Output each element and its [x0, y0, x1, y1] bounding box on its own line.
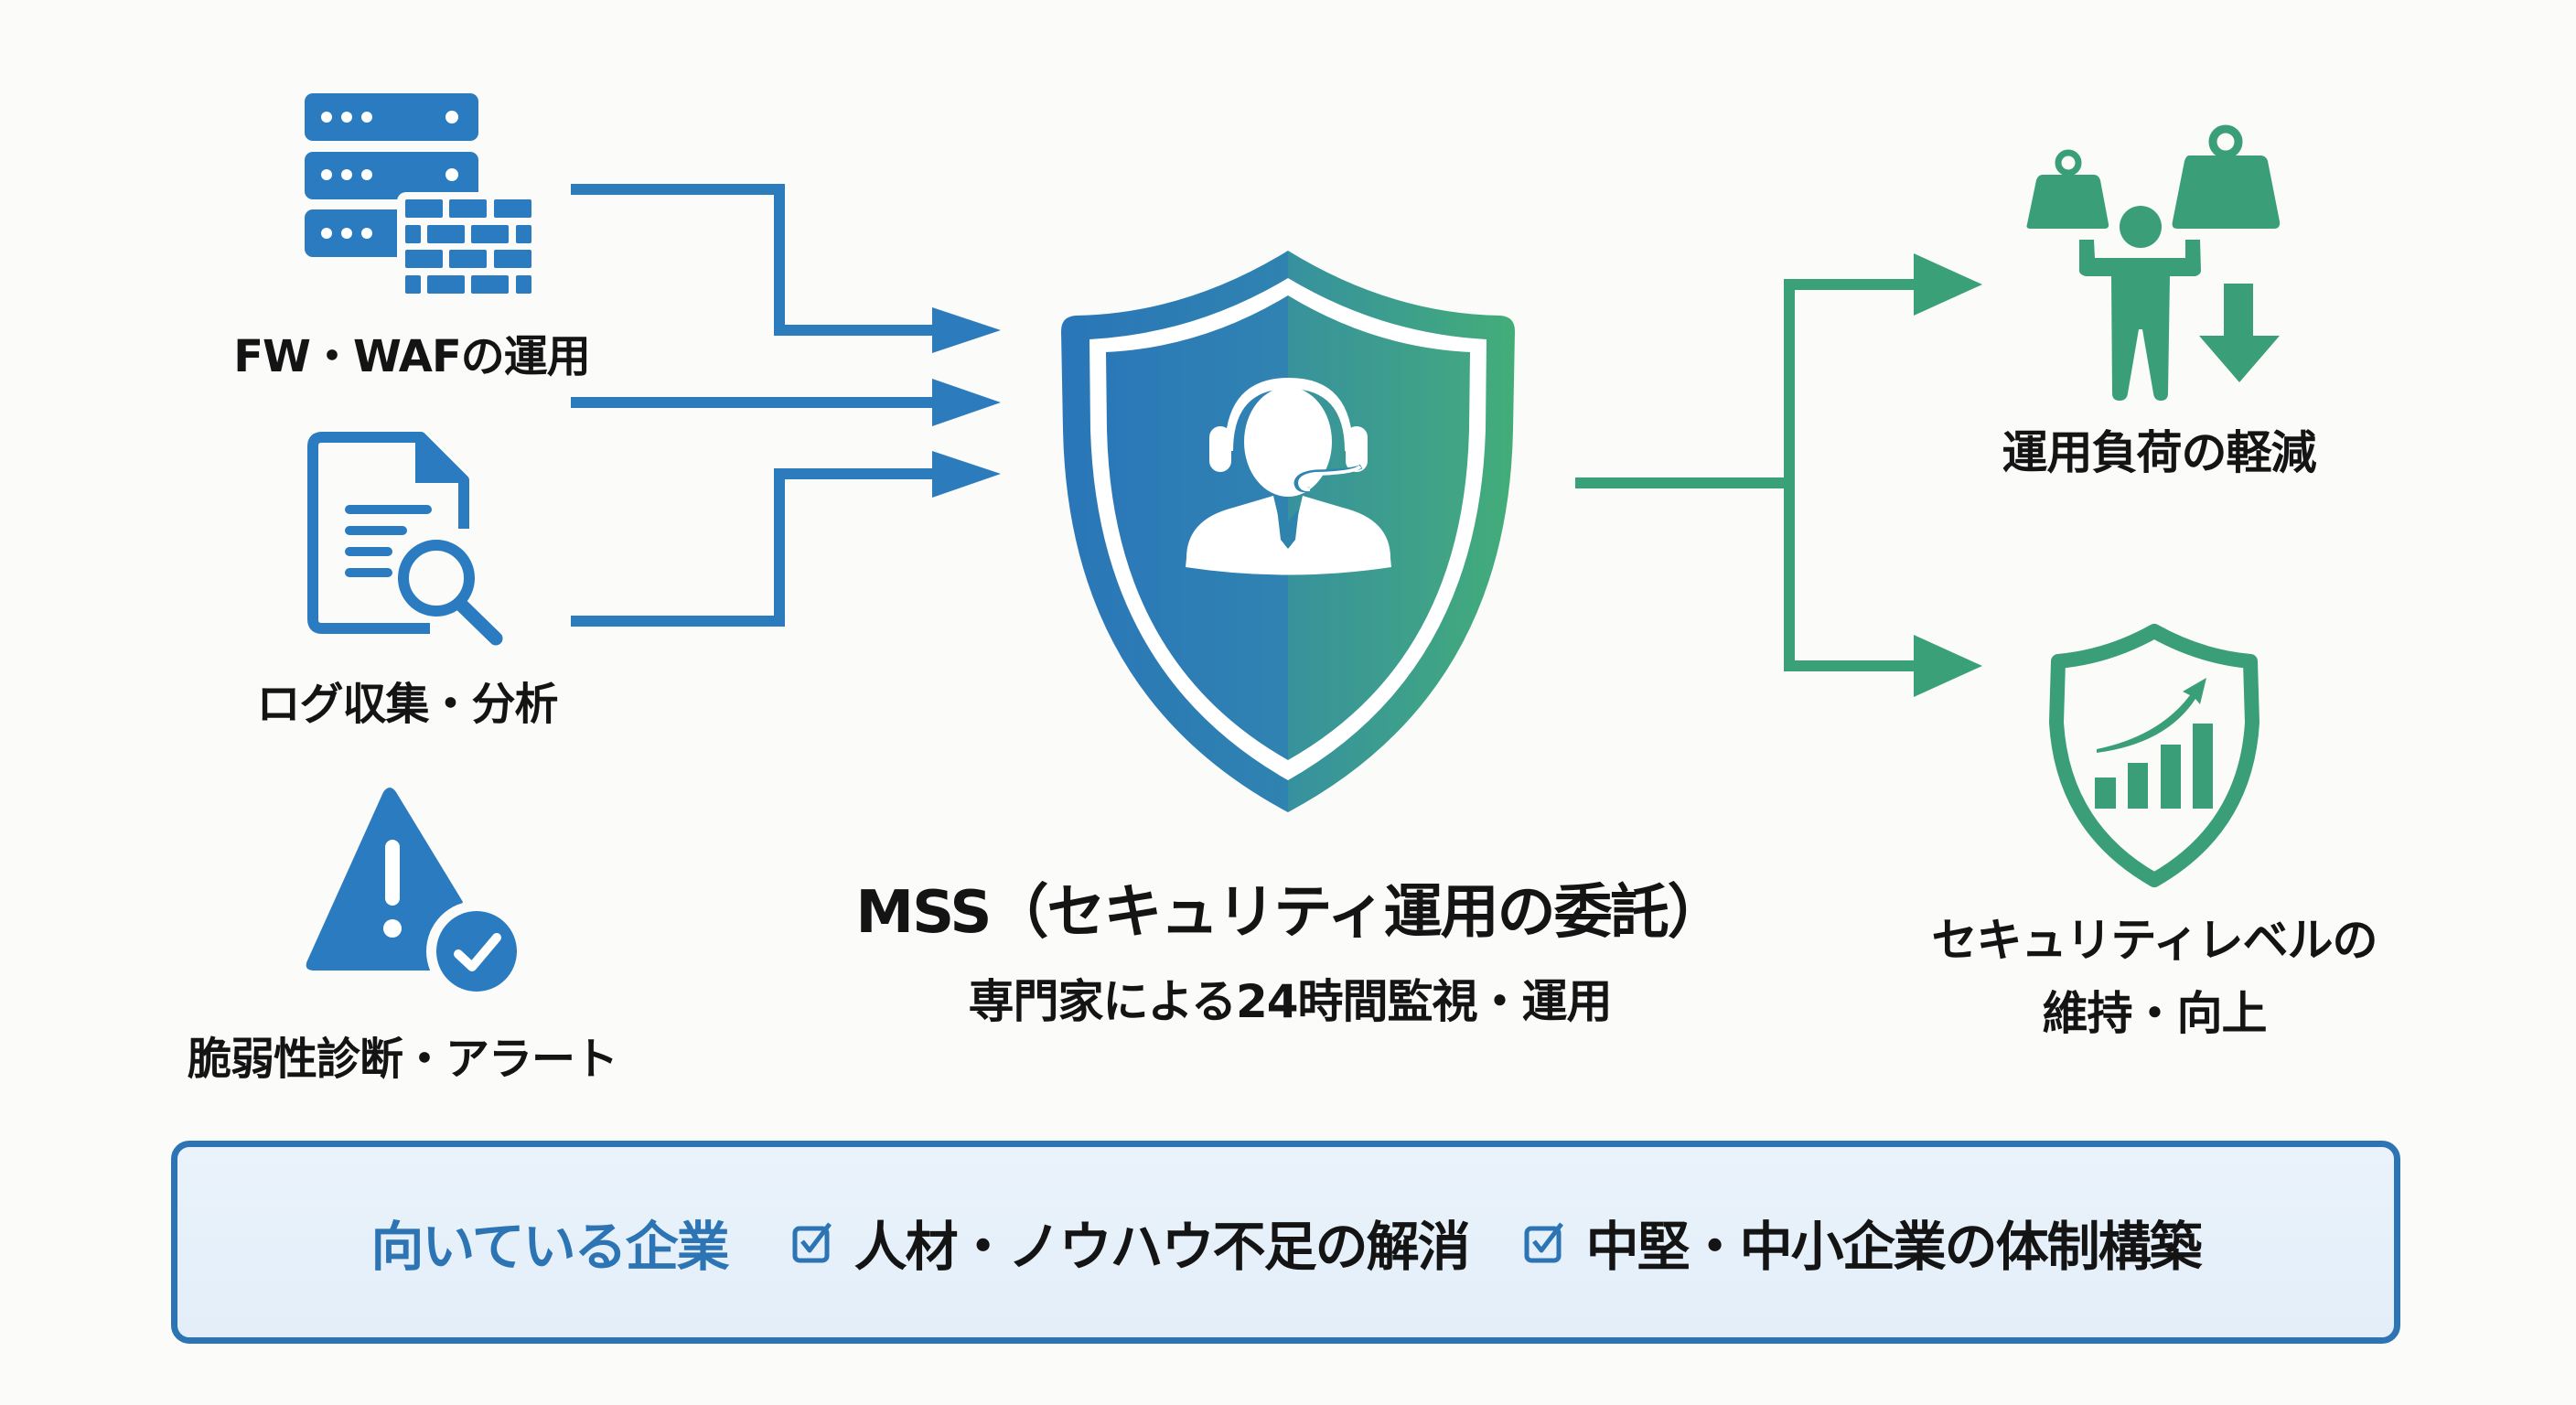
arrowhead-out-2 [1914, 635, 1982, 697]
document-search-icon [307, 432, 503, 646]
arrowhead-1 [932, 307, 1001, 353]
warning-check-icon [306, 788, 527, 1002]
output-label-reduce-load: 運用負荷の軽減 [2002, 426, 2317, 479]
person-lifting-weights-down-arrow-icon [2026, 124, 2281, 401]
arrowhead-2 [932, 379, 1001, 426]
shield-operator-headset-icon [1061, 251, 1515, 812]
output-label-security-level-line2: 維持・向上 [2042, 987, 2268, 1040]
arrowhead-3 [932, 451, 1001, 498]
server-firewall-icon [305, 93, 543, 300]
panel-item-text: 中堅・中小企業の体制構築 [1585, 1216, 2203, 1278]
panel-item: 中堅・中小企業の体制構築 [1524, 1204, 2203, 1281]
shield-growth-chart-icon [2049, 624, 2259, 887]
input-label-fw-waf: FW・WAFの運用 [233, 331, 590, 382]
center-title: MSS（セキュリティ運用の委託） [855, 879, 1725, 947]
arrowhead-out-1 [1914, 253, 1982, 316]
input-label-log-analysis: ログ収集・分析 [256, 679, 558, 730]
panel-item-text: 人材・ノウハウ不足の解消 [853, 1216, 1471, 1278]
output-connector [1575, 279, 1939, 671]
input-connector-1 [571, 184, 956, 336]
center-subtitle: 専門家による24時間監視・運用 [968, 975, 1612, 1028]
output-label-security-level-line1: セキュリティレベルの [1931, 914, 2378, 967]
checkbox-checked-icon [792, 1222, 832, 1263]
checkbox-checked-icon [1524, 1222, 1563, 1263]
suitable-companies-panel: 向いている企業 人材・ノウハウ不足の解消 中堅・中小企業の体制構築 [171, 1141, 2400, 1344]
panel-item: 人材・ノウハウ不足の解消 [792, 1204, 1471, 1281]
input-label-vulnerability-alert: 脆弱性診断・アラート [187, 1034, 618, 1085]
input-connector-3 [571, 468, 956, 627]
panel-title: 向いている企業 [370, 1216, 729, 1278]
